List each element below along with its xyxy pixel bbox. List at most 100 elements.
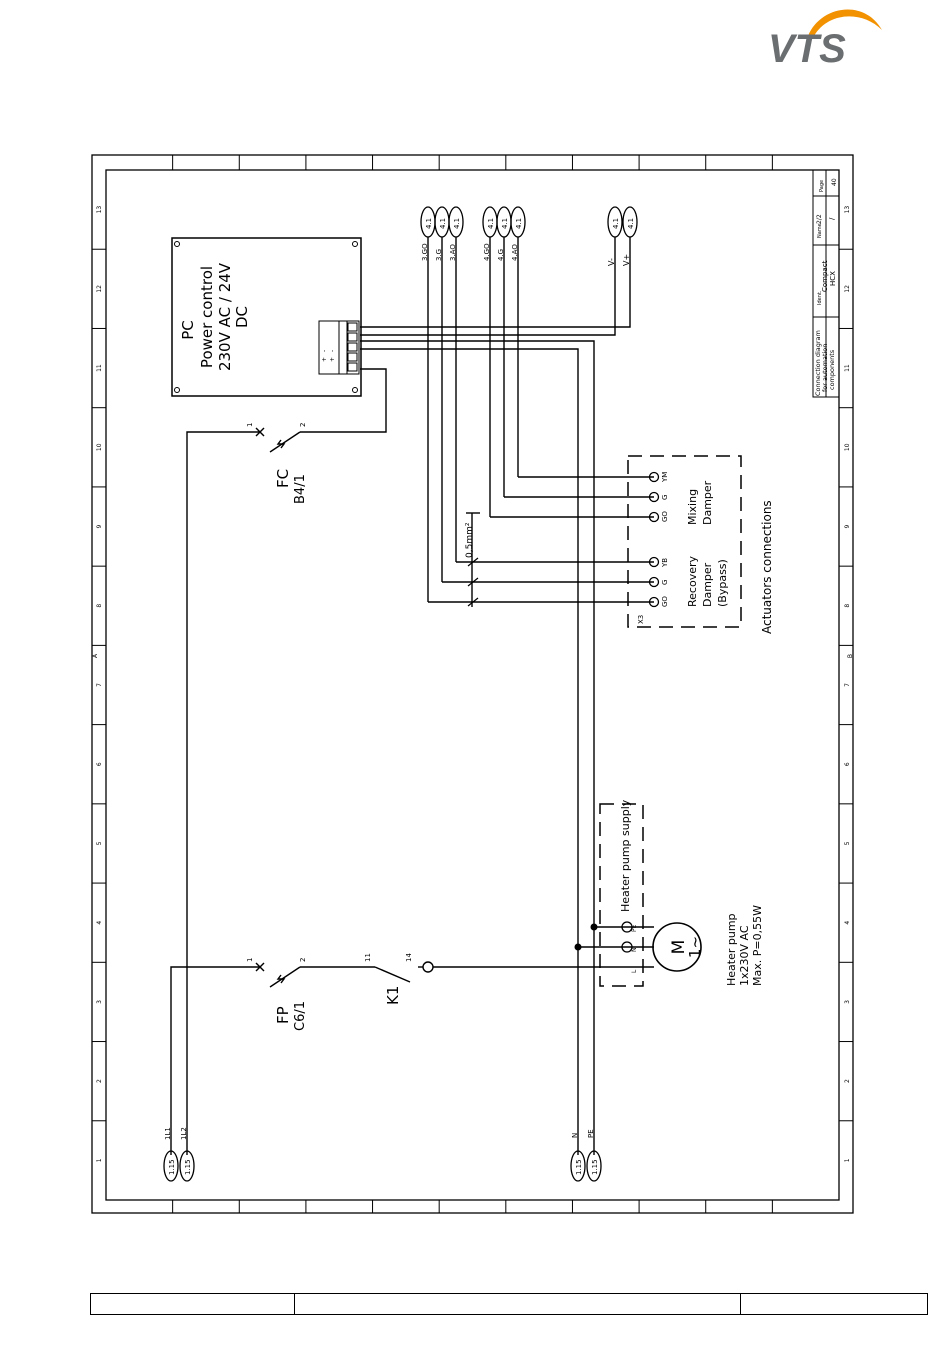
terminal-label-2: - <box>321 350 328 352</box>
fp-pin-1: 1 <box>246 958 254 962</box>
power-control-module: PC Power control 230V AC / 24V DC + - + … <box>171 237 362 397</box>
drawing-frame <box>91 154 854 1214</box>
fp-label: FP <box>274 1006 292 1024</box>
heater-supply-title: Heater pump supply <box>619 799 632 912</box>
connector-supply <box>163 1150 195 1182</box>
heater-terminal-pe: PE <box>631 924 638 932</box>
terminal-label-1: + <box>321 357 328 362</box>
motor-symbol: M <box>669 940 689 955</box>
frame-number-right: 5 <box>844 841 851 845</box>
recovery-terminal-go: GO <box>661 596 669 607</box>
k1-label: K1 <box>384 986 402 1005</box>
motor-label-3: Max. P=0,55W <box>751 905 764 986</box>
mixing-terminal-g: G <box>661 495 669 500</box>
title-block-device-1: Compact <box>821 260 829 292</box>
recovery-terminal-g: G <box>661 580 669 585</box>
wire-4-ao: 4.AO <box>511 244 519 261</box>
motor-phase: 1~ <box>686 936 704 958</box>
cable-cross-marks <box>467 557 479 607</box>
connector-3-ref-3: 4.1 <box>453 218 461 229</box>
connector-earth <box>570 1150 602 1182</box>
title-block: Connection diagram for automation compon… <box>812 169 840 398</box>
title-block-page-label: Page <box>819 180 825 192</box>
wiring <box>170 237 654 1155</box>
terminal-label-4: - <box>329 350 336 352</box>
wire-3-g: 3.G <box>435 249 443 261</box>
frame-number-left: 7 <box>96 683 103 687</box>
connector-earth-ref-1: 1.15 <box>575 1159 583 1175</box>
connector-4-ref-1: 4.1 <box>487 218 495 229</box>
actuators-box: YM G GO YB G GO X3 Mixing Damper Recover… <box>627 455 742 628</box>
title-block-description-2: for automation <box>821 344 829 392</box>
frame-number-right: 8 <box>844 604 851 608</box>
connector-supply-ref-1: 1.15 <box>168 1159 176 1175</box>
recovery-label-3: (Bypass) <box>716 559 729 607</box>
terminal-label-3: + <box>329 357 336 362</box>
cable-size-label: 0,5mm² <box>465 522 475 558</box>
footer-table <box>90 1293 928 1315</box>
connector-group-v <box>607 206 638 238</box>
terminal-block-x3: X3 <box>637 615 645 624</box>
power-control-line-2: 230V AC / 24V <box>216 262 234 371</box>
frame-number-left: 8 <box>96 604 103 608</box>
fc-pin-2: 2 <box>299 423 307 427</box>
footer-cell-left <box>91 1294 295 1314</box>
frame-number-left: 4 <box>96 921 103 925</box>
title-block-device-2: HCX <box>829 271 837 286</box>
mixing-terminal-ym: YM <box>661 472 669 483</box>
connector-4-ref-2: 4.1 <box>501 218 509 229</box>
frame-number-left: 1 <box>96 1158 103 1162</box>
frame-number-left: 3 <box>96 1000 103 1004</box>
frame-number-right: 2 <box>844 1079 851 1083</box>
wire-v-minus: V- <box>607 258 616 266</box>
heater-terminal-n: N <box>631 948 638 953</box>
frame-number-left: 6 <box>96 762 103 766</box>
connector-v-ref-1: 4.1 <box>612 218 620 229</box>
power-control-terminal-block: + - + - <box>318 320 360 375</box>
connector-3-ref-2: 4.1 <box>439 218 447 229</box>
mixing-label-1: Mixing <box>686 489 699 525</box>
wire-4-go: 4.GO <box>483 243 491 261</box>
frame-number-left: 11 <box>96 364 103 372</box>
fc-label: FC <box>274 469 292 488</box>
mixing-terminal-go: GO <box>661 511 669 522</box>
wire-1l2: 1L2 <box>180 1127 188 1140</box>
fp-reference: C6/1 <box>293 1001 308 1031</box>
frame-number-right: 12 <box>844 285 851 293</box>
vts-logo: VTS <box>768 9 882 71</box>
frame-number-right: 4 <box>844 921 851 925</box>
connector-earth-ref-2: 1.15 <box>591 1159 599 1175</box>
recovery-label-2: Damper <box>701 562 714 607</box>
recovery-terminal-yb: YB <box>661 558 669 568</box>
frame-number-right: 13 <box>844 206 851 214</box>
frame-number-right: 6 <box>844 762 851 766</box>
frame-number-left: 5 <box>96 841 103 845</box>
wire-pe: PE <box>587 1129 595 1138</box>
title-block-sheet-label: Name <box>817 223 823 238</box>
wire-1l1: 1L1 <box>164 1127 172 1140</box>
power-control-line-3: DC <box>233 306 251 328</box>
title-block-description-3: components <box>828 349 836 390</box>
wire-n: N <box>571 1133 579 1138</box>
connector-supply-ref-2: 1.15 <box>184 1159 192 1175</box>
frame-number-left: 9 <box>96 524 103 528</box>
actuators-title: Actuators connections <box>760 500 774 634</box>
connector-group-4 <box>482 206 526 238</box>
logo-text: VTS <box>768 27 846 71</box>
title-block-sheet: 2/2 <box>816 214 823 224</box>
fp-circuit-breaker <box>255 962 301 988</box>
title-block-page: / <box>828 217 836 220</box>
fp-pin-2: 2 <box>299 958 307 962</box>
title-block-description-1: Connection diagram <box>814 330 822 396</box>
mixing-label-2: Damper <box>701 480 714 525</box>
wire-4-g: 4.G <box>497 249 505 261</box>
footer-cell-right <box>741 1294 927 1314</box>
frame-number-right: 11 <box>844 364 851 372</box>
k1-pin-14: 14 <box>405 953 413 962</box>
logo-swoosh <box>808 9 882 36</box>
wire-3-ao: 3.AO <box>449 244 457 261</box>
motor-label-2: 1x230V AC <box>738 925 751 986</box>
frame-number-right: 3 <box>844 1000 851 1004</box>
